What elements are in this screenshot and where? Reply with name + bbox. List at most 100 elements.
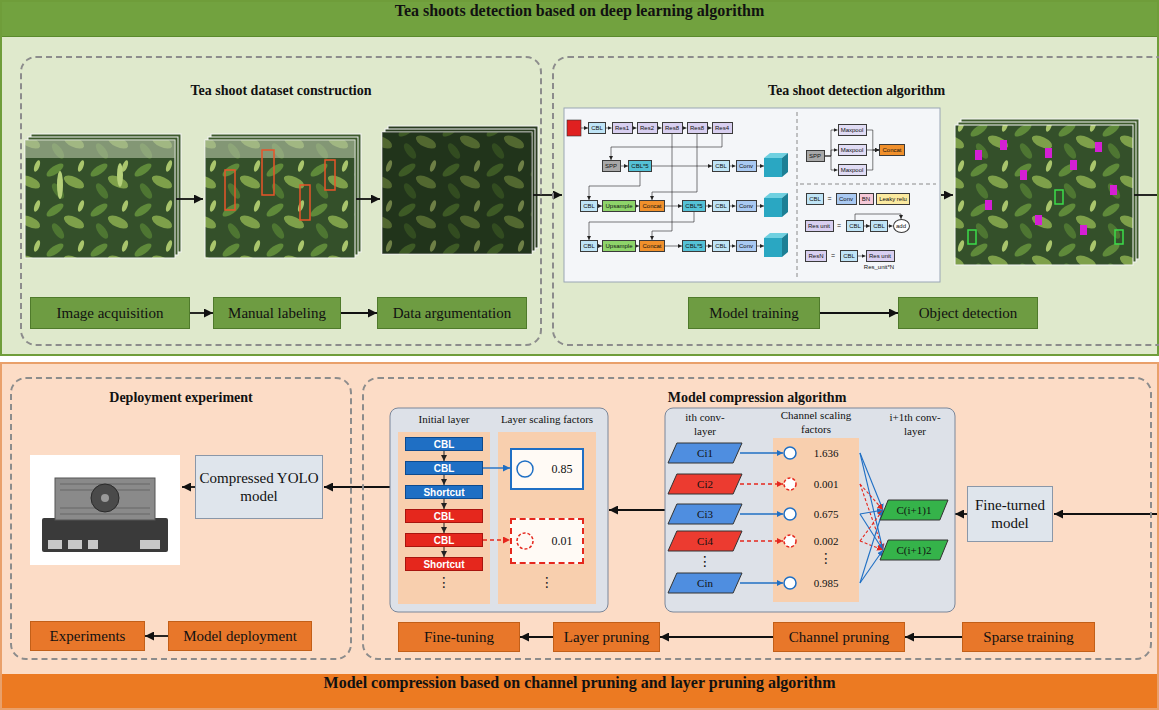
- channel-link: [784, 577, 796, 589]
- connector-arrow: [665, 246, 682, 247]
- relu-block: Leaky relu: [876, 193, 910, 205]
- jetson-board: [68, 540, 82, 549]
- flow-arrow: [941, 194, 953, 196]
- res-block: Res4: [712, 122, 733, 134]
- labeled-photo: [262, 150, 274, 195]
- channel-para: C(i+1)2: [880, 540, 948, 560]
- tea-photo: [25, 134, 181, 258]
- step-box: Sparse training: [962, 622, 1095, 652]
- conv-block: Conv: [736, 200, 757, 212]
- parallelogram-shape: [880, 500, 948, 520]
- parallelogram-shape: [668, 573, 742, 593]
- section-panel: Model compression based on channel pruni…: [0, 362, 1159, 710]
- connector-arrow: [665, 206, 682, 207]
- model-box: Fine-turned model: [967, 486, 1053, 542]
- detection-photo: [1045, 148, 1052, 158]
- cbl-block: CBL: [840, 250, 858, 262]
- box-text: Conv: [739, 203, 753, 210]
- upsample-block: Upsample: [602, 200, 636, 212]
- network-panel: [581, 128, 588, 129]
- pruning-panel: [398, 432, 490, 604]
- connector-arrow: [190, 312, 213, 314]
- pruning-panel: [390, 408, 955, 612]
- res-block: Res8: [687, 122, 708, 134]
- layer-block: Shortcut: [405, 557, 483, 571]
- box-text: Experiments: [50, 628, 126, 645]
- box-text: Conv: [839, 196, 853, 203]
- flow-arrow: [176, 198, 203, 200]
- jetson-board: [91, 484, 119, 512]
- cbl-block: CBL: [588, 122, 606, 134]
- connector-arrow: [820, 312, 898, 314]
- detection-photo: [1115, 230, 1123, 244]
- feature-map: [764, 238, 782, 257]
- cbl-block: CBL: [712, 160, 730, 172]
- box-text: Model deployment: [183, 628, 297, 645]
- conv-block: Conv: [736, 160, 757, 172]
- box-text: C(i+1)1: [897, 504, 932, 516]
- flow-arrow: [1134, 194, 1159, 196]
- flow-arrow: [182, 486, 196, 488]
- heading-text: Tea shoots detection based on deep learn…: [2, 2, 1157, 37]
- network-panel: [756, 246, 764, 247]
- detection-photo: [1035, 215, 1042, 225]
- channel-para: Ci3: [668, 504, 742, 524]
- step-box: Data argumentation: [377, 297, 527, 329]
- box-text: Conv: [739, 163, 753, 170]
- detection-photo: [955, 119, 1139, 265]
- pruning-panel: [773, 438, 859, 602]
- conv-block: Conv: [736, 240, 757, 252]
- layer-block: CBL: [405, 437, 483, 451]
- connector-arrow: [660, 636, 773, 638]
- channel-link: [784, 508, 796, 520]
- labeled-photo: [205, 134, 361, 258]
- detection-photo: [1000, 140, 1007, 150]
- channel-link: [860, 510, 883, 514]
- res-block: Res8: [662, 122, 683, 134]
- channel-link: [784, 535, 796, 547]
- jetson-board: [55, 478, 155, 520]
- jetson-board: [101, 494, 109, 502]
- box-text: CBL: [583, 243, 595, 250]
- channel-link: [860, 510, 883, 583]
- labeled-photo: [205, 140, 355, 258]
- tea-photo: [25, 140, 175, 258]
- augmented-photo: [382, 126, 538, 254]
- network-panel: [756, 166, 764, 167]
- detection-photo: [1080, 225, 1087, 235]
- layer-block: CBL: [405, 533, 483, 547]
- tea-photo: [57, 171, 63, 199]
- flow-arrow: [356, 198, 380, 200]
- box-text: Ci1: [697, 447, 713, 459]
- jetson-board: [48, 540, 62, 549]
- box-text: CBL: [809, 196, 821, 203]
- tea-photo: [117, 163, 123, 187]
- network-panel: [567, 120, 581, 136]
- box-text: CBL: [434, 535, 455, 546]
- box-text: Fine-turned model: [971, 496, 1049, 532]
- box-text: 0.85: [552, 462, 573, 477]
- step-box: Model training: [688, 297, 820, 329]
- cbl-block: CBL: [580, 240, 598, 252]
- box-text: SPP: [605, 163, 617, 170]
- heading-text: 0.675: [797, 507, 855, 521]
- scale-column: Layer scaling factors⋮0.850.01: [498, 432, 596, 604]
- parallelogram-shape: [668, 443, 742, 463]
- box-text: Maxpool: [841, 147, 864, 154]
- connector-arrow: [483, 539, 510, 540]
- box-text: Manual labeling: [228, 305, 326, 322]
- connector-arrow: [483, 467, 510, 468]
- box-text: Fine-tuning: [424, 629, 494, 646]
- channel-para: C(i+1)1: [880, 500, 948, 520]
- channel-link: [784, 447, 796, 459]
- heading-text: Model compression algorithm: [364, 389, 1150, 407]
- channel-link: [860, 453, 883, 550]
- box-text: Sparse training: [983, 629, 1073, 646]
- channel-link: [740, 540, 783, 541]
- channel-link: [860, 510, 883, 541]
- box-text: Res8: [665, 125, 679, 132]
- connector-arrow: [341, 312, 377, 314]
- channel-link: [860, 550, 883, 583]
- channel-para: Ci1: [668, 443, 742, 463]
